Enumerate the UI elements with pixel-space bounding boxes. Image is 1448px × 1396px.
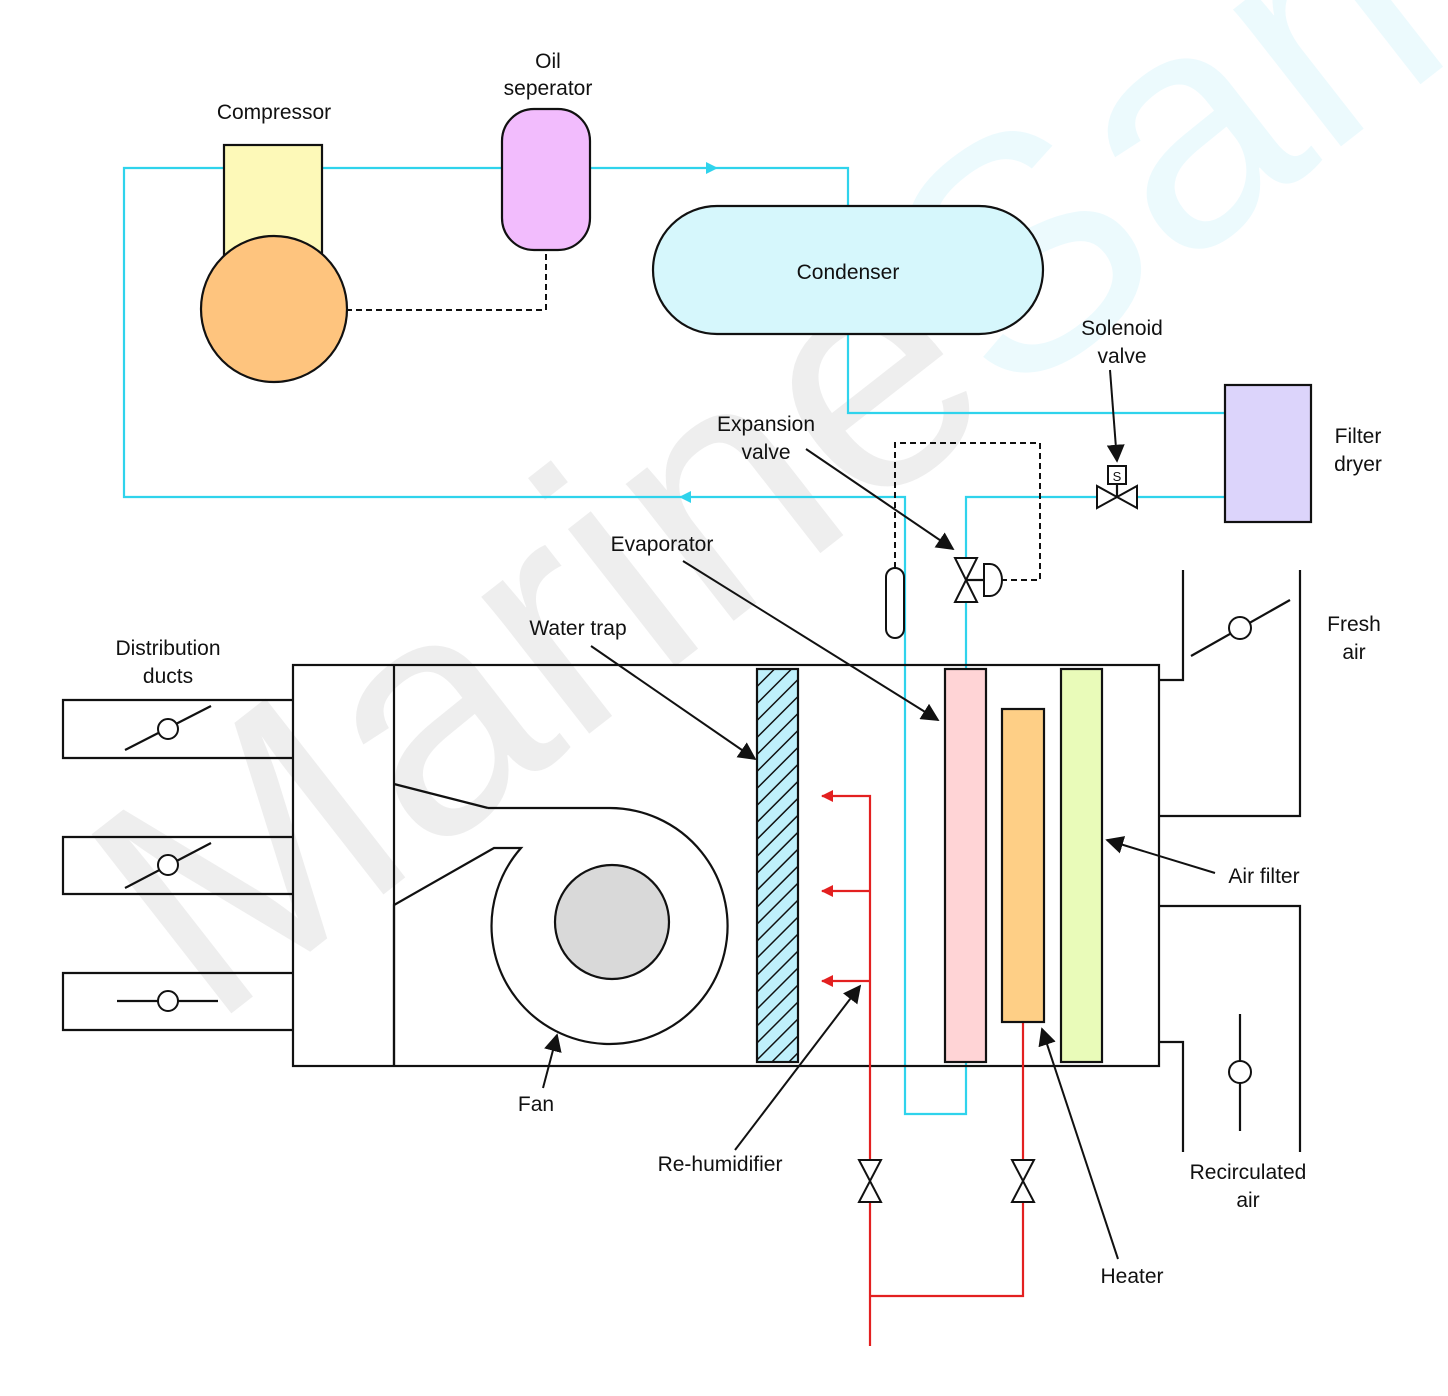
distribution-label-1: Distribution <box>115 637 220 660</box>
fresh-air-label-1: Fresh <box>1327 613 1381 636</box>
solenoid-symbol: S <box>1113 469 1122 484</box>
filter-dryer <box>1223 383 1313 524</box>
heater-valve-icon <box>1010 1159 1036 1203</box>
compressor-body <box>199 234 349 384</box>
fan-hub <box>553 863 671 981</box>
heater <box>1000 707 1046 1024</box>
expansion-pointer <box>805 448 955 551</box>
duct-damper-icon <box>124 705 212 751</box>
expansion-valve-icon <box>953 557 1003 603</box>
air-filter-label: Air filter <box>1228 865 1299 888</box>
solenoid-label-1: Solenoid <box>1081 317 1163 340</box>
compressor-label: Compressor <box>217 101 331 124</box>
recirculated-air-inlet <box>1159 904 1302 1152</box>
steam-arrow-icon <box>821 790 833 987</box>
oil-return-line <box>346 250 547 311</box>
recirculated-air-damper-icon <box>1228 1014 1252 1131</box>
fresh-air-inlet <box>1159 570 1302 818</box>
expansion-sensing-line <box>894 442 1041 581</box>
sensing-bulb <box>885 567 905 639</box>
water-trap <box>755 667 800 1064</box>
rehumidifier-pointer <box>734 984 862 1151</box>
fresh-air-damper-icon <box>1190 599 1291 657</box>
duct-damper-icon <box>124 842 212 889</box>
refrigerant-lines <box>122 162 1225 1116</box>
solenoid-pointer <box>1106 369 1125 463</box>
air-handling-unit-casing <box>291 663 1161 1068</box>
water-trap-pointer <box>590 645 757 761</box>
oil-separator <box>500 107 592 252</box>
fan-label: Fan <box>518 1093 554 1116</box>
evaporator-label: Evaporator <box>611 533 714 556</box>
filter-dryer-label-1: Filter <box>1335 425 1382 448</box>
distribution-ducts <box>61 698 293 1032</box>
rehumidifier <box>821 790 1025 1346</box>
heater-pointer <box>1038 1027 1119 1260</box>
solenoid-label-2: valve <box>1097 345 1146 368</box>
recirculated-label-1: Recirculated <box>1190 1161 1307 1184</box>
evaporator-pointer <box>682 560 940 721</box>
distribution-label-2: ducts <box>143 665 193 688</box>
expansion-label-1: Expansion <box>717 413 815 436</box>
solenoid-valve-icon: S <box>1096 465 1138 510</box>
steam-valve-icon <box>857 1159 883 1203</box>
condenser-label: Condenser <box>797 261 900 284</box>
fan-pointer <box>542 1033 562 1089</box>
fresh-air-label-2: air <box>1342 641 1365 664</box>
air-filter-pointer <box>1105 836 1216 874</box>
air-filter <box>1059 667 1104 1064</box>
filter-dryer-label-2: dryer <box>1334 453 1382 476</box>
flow-arrow-icon <box>679 491 691 503</box>
rehumidifier-label: Re-humidifier <box>658 1153 783 1176</box>
oil-separator-label-1: Oil <box>535 50 561 73</box>
flow-arrow-icon <box>706 162 718 174</box>
evaporator <box>943 667 988 1064</box>
condenser <box>651 204 1045 336</box>
oil-separator-label-2: seperator <box>504 77 593 100</box>
water-trap-label: Water trap <box>529 617 626 640</box>
heater-label: Heater <box>1100 1265 1163 1288</box>
fan <box>392 665 729 1066</box>
recirculated-label-2: air <box>1236 1189 1259 1212</box>
duct-damper-icon <box>117 990 218 1012</box>
expansion-label-2: valve <box>741 441 790 464</box>
